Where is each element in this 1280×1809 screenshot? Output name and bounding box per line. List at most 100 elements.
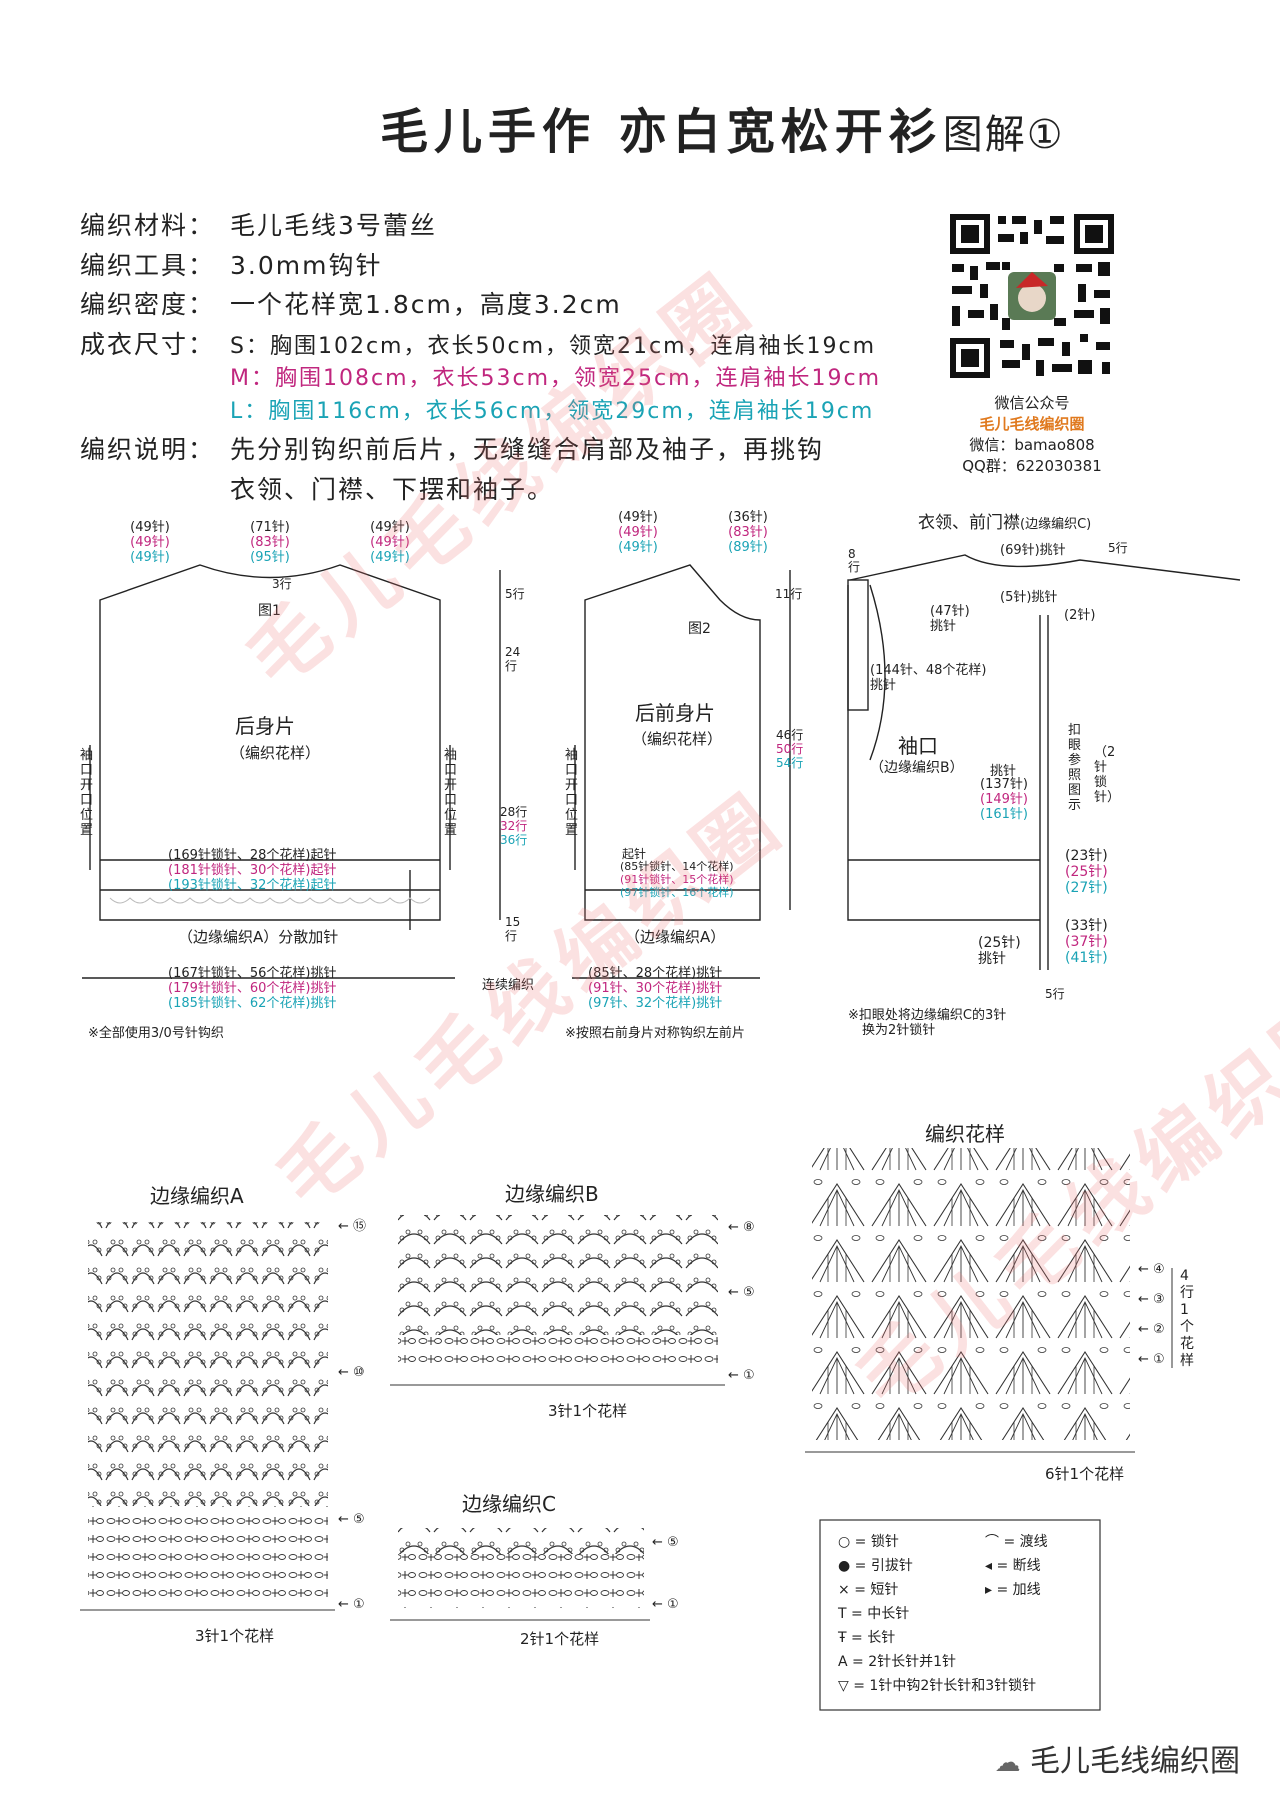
chart-b-arches <box>398 1215 718 1335</box>
chart-main-fans <box>812 1148 1130 1440</box>
collar-c25: (25针) 挑针 <box>978 935 1021 967</box>
material-label: 编织材料： <box>80 211 216 240</box>
collar-rows-5a: 5行 <box>1108 541 1128 555</box>
back-chain-l: (193针锁针、32个花样)起针 <box>168 878 337 893</box>
collar-c33-m: (37针) <box>1065 934 1108 950</box>
front-rows-total-m: 50行 <box>776 742 804 756</box>
back-chain-m: (181针锁针、30个花样)起针 <box>168 863 337 878</box>
chart-a-base <box>88 1506 328 1598</box>
front-pick-m: (91针、30个花样)挑针 <box>588 981 723 996</box>
chart-a-row-5: ← ⑤ <box>338 1512 365 1527</box>
back-neck: (71针) (83针) (95针) <box>240 520 300 565</box>
legend-dc2tog-label: = 2针长针并1针 <box>852 1654 957 1670</box>
back-rows-top: 5行 <box>505 587 525 601</box>
collar-c33-l: (41针) <box>1065 950 1108 966</box>
cut-yarn-icon: ◂ <box>985 1558 993 1574</box>
front-edge: （边缘编织A） <box>625 928 726 946</box>
chart-main-row-3: ← ③ <box>1138 1292 1165 1307</box>
notes-line2: 衣领、门襟、下摆和袖子。 <box>230 475 555 504</box>
front-chain: (85针锁针、14个花样) (91针锁针、15个花样) (97针锁针、16个花样… <box>620 860 734 899</box>
collar-title-sub: (边缘编织C) <box>1020 517 1092 532</box>
title-suffix: 图解① <box>942 112 1065 158</box>
front-note: ※按照右前身片对称钩织左前片 <box>565 1026 745 1041</box>
legend-box <box>819 1519 1101 1711</box>
front-pick-l: (97针、32个花样)挑针 <box>588 996 723 1011</box>
front-top-left-l: (49针) <box>618 540 658 555</box>
material-value: 毛儿毛线3号蕾丝 <box>230 211 437 240</box>
collar-front-counts-m: (149针) <box>980 792 1028 807</box>
title-main: 毛儿手作 亦白宽松开衫 <box>380 104 943 160</box>
back-rows-body-s: 28行 <box>500 805 528 819</box>
back-chain: (169针锁针、28个花样)起针 (181针锁针、30个花样)起针 (193针锁… <box>168 848 337 893</box>
collar-title: 衣领、前门襟(边缘编织C) <box>918 508 1091 533</box>
back-top-right-m: (49针) <box>370 535 410 550</box>
collar-c23-m: (25针) <box>1065 864 1108 880</box>
collar-note-2: 换为2针锁针 <box>862 1023 936 1038</box>
chart-a-title: 边缘编织A <box>150 1184 244 1208</box>
front-top-right-s: (36针) <box>728 510 768 525</box>
chart-main-row-1: ← ① <box>1138 1352 1165 1367</box>
collar-pick47-label: 挑针 <box>930 619 957 634</box>
collar-front-counts-l: (161针) <box>980 807 1028 822</box>
chart-main-side: 4行1个花样 <box>1180 1268 1194 1369</box>
chart-main-row-2: ← ② <box>1138 1322 1165 1337</box>
chart-b-row-1: ← ① <box>728 1368 755 1383</box>
shell-icon: ▽ <box>838 1678 849 1694</box>
front-outline <box>584 564 761 921</box>
legend-shell-label: = 1针中钩2针长针和3针锁针 <box>853 1678 1037 1694</box>
legend-slip: ● = 引拔针 <box>838 1554 1036 1578</box>
back-fig: 图1 <box>258 603 281 619</box>
legend-left: ○ = 锁针 ● = 引拔针 × = 短针 T = 中长针 Ŧ = 长针 A =… <box>838 1530 1036 1698</box>
chart-a-arches <box>88 1222 328 1506</box>
chart-main-row-4: ← ④ <box>1138 1262 1165 1277</box>
double-crochet-icon: Ŧ <box>838 1630 847 1646</box>
gauge-value: 一个花样宽1.8cm，高度3.2cm <box>230 290 622 319</box>
back-pick-m: (179针锁针、60个花样)挑针 <box>168 981 337 996</box>
back-armhole-left-label: 袖口开口位置 <box>80 748 94 838</box>
size-m: M：胸围108cm，衣长53cm，领宽25cm，连肩袖长19cm <box>230 366 882 391</box>
chart-main-title: 编织花样 <box>925 1122 1005 1146</box>
notes-line: 编织说明： 先分别钩织前后片，无缝缝合肩部及袖子，再挑钩 <box>80 430 824 466</box>
size-l: L：胸围116cm，衣长56cm，领宽29cm，连肩袖长19cm <box>230 399 875 424</box>
chart-c-row-1: ← ① <box>652 1597 679 1612</box>
front-top-left-s: (49针) <box>618 510 658 525</box>
notes-line1: 先分别钩织前后片，无缝缝合肩部及袖子，再挑钩 <box>230 435 825 464</box>
front-top-right-l: (89针) <box>728 540 768 555</box>
chart-a-row-10: ← ⑩ <box>338 1365 365 1380</box>
sleeve-cuff-box <box>847 579 869 711</box>
wechat-icon: ☁ <box>994 1748 1021 1778</box>
back-chain-s: (169针锁针、28个花样)起针 <box>168 848 337 863</box>
legend-join: ▸ = 加线 <box>985 1578 1048 1602</box>
collar-shoulder <box>849 554 1241 581</box>
collar-pick47-count: (47针) <box>930 604 970 619</box>
front-chain-l: (97针锁针、16个花样) <box>620 886 734 899</box>
collar-sleeve-pick-label: 挑针 <box>870 678 897 693</box>
back-sub: （编织花样） <box>230 744 321 762</box>
chart-b-row-8: ← ⑧ <box>728 1220 755 1235</box>
notes-label: 编织说明： <box>80 435 216 464</box>
back-rows-rib: 15行 <box>505 915 521 943</box>
size-line: 成衣尺寸：S：胸围102cm，衣长50cm，领宽21cm，连肩袖长19cm <box>80 325 876 361</box>
tool-label: 编织工具： <box>80 251 216 280</box>
legend-cut-label: = 断线 <box>996 1558 1041 1574</box>
front-rows-top: 11行 <box>775 587 803 601</box>
front-fig: 图2 <box>688 621 711 637</box>
back-top-right-l: (49针) <box>370 550 410 565</box>
chart-c-row-5: ← ⑤ <box>652 1535 679 1550</box>
material-line: 编织材料： 毛儿毛线3号蕾丝 <box>80 206 437 242</box>
front-sub: （编织花样） <box>632 730 723 748</box>
front-continuous: 连续编织 <box>482 978 535 993</box>
front-start: 起针 <box>622 847 647 861</box>
page-title: 毛儿手作 亦白宽松开衫图解① <box>380 92 1065 162</box>
front-name: 后前身片 <box>635 701 715 725</box>
back-rows-body-m: 32行 <box>500 819 528 833</box>
chart-b-row-5: ← ⑤ <box>728 1285 755 1300</box>
front-top-left-m: (49针) <box>618 525 658 540</box>
legend-right: ⌒ = 渡线 ◂ = 断线 ▸ = 加线 <box>985 1530 1048 1602</box>
qr-brand: 毛儿毛线编织圈 <box>979 415 1085 433</box>
chart-c-arches <box>398 1528 644 1554</box>
collar-rows-8: 8行 <box>848 547 861 574</box>
collar-pick5: (5针)挑针 <box>1000 590 1058 605</box>
front-pick-s: (85针、28个花样)挑针 <box>588 966 723 981</box>
